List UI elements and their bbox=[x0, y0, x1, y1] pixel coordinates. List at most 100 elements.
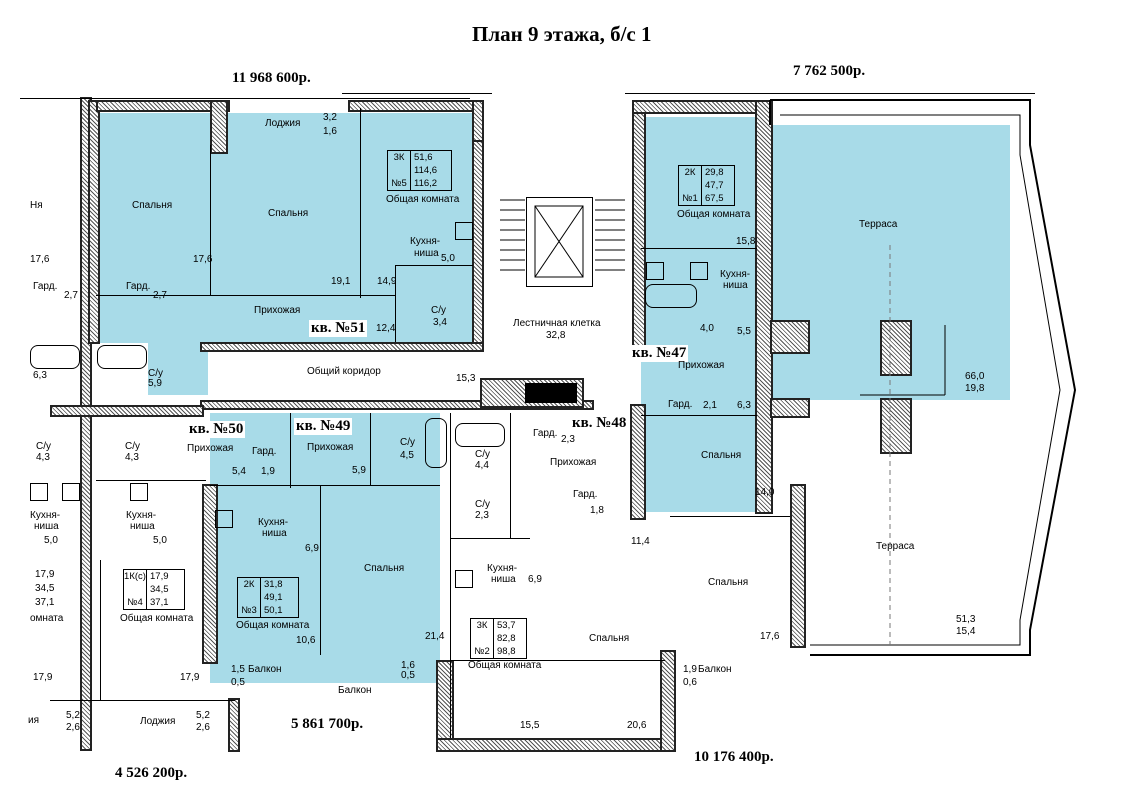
area-label: 5,0 bbox=[44, 535, 58, 546]
area-label: 20,6 bbox=[627, 720, 647, 731]
area-label: 17,9 bbox=[35, 569, 55, 580]
room-label: ниша bbox=[491, 574, 516, 585]
area-label: 17,9 bbox=[180, 672, 200, 683]
area-label: 21,4 bbox=[425, 631, 445, 642]
room-label: Терраса bbox=[859, 219, 898, 230]
room-label: Спальня bbox=[589, 633, 630, 644]
partition bbox=[96, 480, 206, 481]
room-label: ниша bbox=[130, 521, 155, 532]
apartment-47-area bbox=[641, 117, 757, 512]
area-label: 15,8 bbox=[736, 236, 756, 247]
apartment-label-49[interactable]: кв. №49 bbox=[294, 418, 353, 435]
partition bbox=[641, 248, 757, 249]
area-label: 51,3 bbox=[956, 614, 976, 625]
area-label: 5,0 bbox=[441, 253, 455, 264]
wall bbox=[472, 100, 484, 144]
room-label: С/у bbox=[475, 499, 490, 510]
area-label: 0,6 bbox=[683, 677, 697, 688]
apartment-label-47[interactable]: кв. №47 bbox=[630, 345, 689, 362]
area-label: 6,3 bbox=[33, 370, 47, 381]
price-label: 4 526 200р. bbox=[115, 765, 188, 781]
partition bbox=[210, 485, 440, 486]
room-label: Гард. bbox=[126, 281, 151, 292]
partition bbox=[641, 415, 757, 416]
chimney bbox=[880, 398, 912, 454]
room-label: Общая комната bbox=[236, 620, 310, 631]
bathtub bbox=[97, 345, 147, 369]
wall bbox=[790, 484, 806, 648]
area-label: 4,3 bbox=[36, 452, 50, 463]
partition bbox=[342, 93, 492, 94]
area-label: 2,3 bbox=[475, 510, 489, 521]
room-label: Прихожая bbox=[187, 443, 234, 454]
room-label: С/у bbox=[148, 368, 163, 379]
area-label: 14,9 bbox=[377, 276, 397, 287]
room-label: ниша bbox=[723, 280, 748, 291]
stairs bbox=[500, 199, 625, 271]
area-label: 17,6 bbox=[193, 254, 213, 265]
stove bbox=[455, 222, 473, 240]
area-label: 14,0 bbox=[755, 487, 775, 498]
room-label: Общая комната bbox=[677, 209, 751, 220]
apartment-51-area bbox=[97, 113, 474, 343]
wall bbox=[50, 405, 204, 417]
room-label: Балкон bbox=[698, 664, 732, 675]
stove bbox=[455, 570, 473, 588]
apartment-label-50[interactable]: кв. №50 bbox=[187, 421, 246, 438]
partition bbox=[320, 485, 321, 655]
room-label: Кухня- bbox=[258, 517, 289, 528]
room-label: С/у bbox=[36, 441, 51, 452]
area-label: 1,8 bbox=[590, 505, 604, 516]
area-label: 1,6 bbox=[323, 126, 337, 137]
room-label: Гард. bbox=[573, 489, 598, 500]
area-label: 2,6 bbox=[66, 722, 80, 733]
area-label: 15,4 bbox=[956, 626, 976, 637]
price-label: 7 762 500р. bbox=[793, 63, 866, 79]
area-label: 1,9 bbox=[683, 664, 697, 675]
bathtub bbox=[645, 284, 697, 308]
stove bbox=[62, 483, 80, 501]
stove bbox=[690, 262, 708, 280]
stove bbox=[215, 510, 233, 528]
stove bbox=[30, 483, 48, 501]
room-label: Кухня- bbox=[487, 563, 518, 574]
partition bbox=[100, 560, 101, 700]
wall bbox=[660, 650, 676, 752]
wall bbox=[472, 140, 484, 344]
wall bbox=[228, 698, 240, 752]
room-label: Балкон bbox=[338, 685, 372, 696]
partition bbox=[360, 108, 361, 298]
partition bbox=[450, 538, 530, 539]
apartment-label-51[interactable]: кв. №51 bbox=[309, 320, 368, 337]
area-label: 6,9 bbox=[528, 574, 542, 585]
room-label: Кухня- bbox=[720, 269, 751, 280]
apartment-51-area-hall bbox=[148, 330, 208, 395]
area-label: 17,9 bbox=[33, 672, 53, 683]
area-label: 1,5 bbox=[231, 664, 245, 675]
area-label: 19,8 bbox=[965, 383, 985, 394]
room-label: Общий коридор bbox=[307, 366, 381, 377]
wall bbox=[88, 100, 100, 344]
area-label: 4,5 bbox=[400, 450, 414, 461]
room-label: Лоджия bbox=[140, 716, 176, 727]
room-label: ия bbox=[28, 715, 40, 726]
apartment-label-48[interactable]: кв. №48 bbox=[570, 415, 629, 432]
area-label: 10,6 bbox=[296, 635, 316, 646]
room-label: Спальня bbox=[268, 208, 309, 219]
area-label: 5,5 bbox=[737, 326, 751, 337]
area-label: 34,5 bbox=[35, 583, 55, 594]
partition bbox=[510, 413, 511, 538]
elevator-shaft bbox=[526, 197, 593, 287]
room-label: Общая комната bbox=[468, 660, 542, 671]
price-label: 10 176 400р. bbox=[694, 749, 774, 765]
room-label: омната bbox=[30, 613, 64, 624]
area-label: 32,8 bbox=[546, 330, 566, 341]
partition bbox=[395, 265, 473, 266]
wall bbox=[436, 738, 670, 752]
partition bbox=[670, 516, 790, 517]
area-label: 2,6 bbox=[196, 722, 210, 733]
area-label: 5,2 bbox=[66, 710, 80, 721]
